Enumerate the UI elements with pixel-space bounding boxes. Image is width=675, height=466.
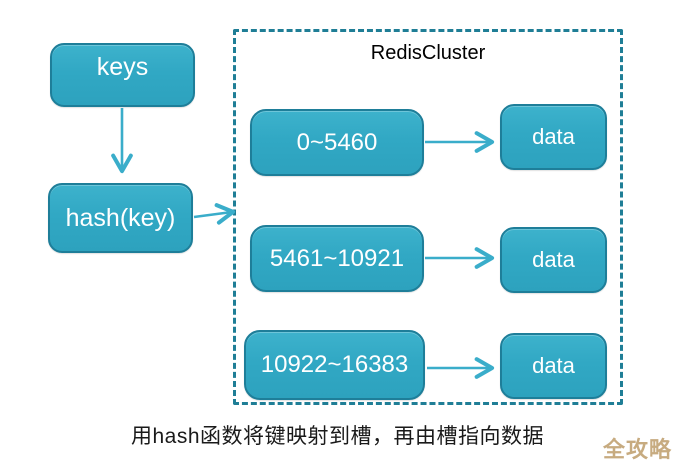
slot-range-node: 0~5460 [250,109,424,176]
data-node-label: data [532,124,575,149]
data-node: data [500,104,607,170]
arrow-hash-to-cluster [193,203,236,225]
hash-key-node-label: hash(key) [65,203,176,232]
cluster-title: RedisCluster [370,42,486,64]
keys-node: keys [50,43,195,107]
diagram-caption: 用hash函数将键映射到槽，再由槽指向数据 [130,425,545,448]
keys-node-label: keys [96,53,149,81]
slot-range-label: 0~5460 [296,128,378,156]
data-node: data [500,227,607,293]
hash-key-node: hash(key) [48,183,193,253]
data-node: data [500,333,607,399]
watermark-text: 全攻略 [602,437,672,462]
slot-range-label: 5461~10921 [269,244,405,272]
data-node-label: data [532,353,575,378]
slot-range-node: 5461~10921 [250,225,424,292]
data-node-label: data [532,247,575,272]
slot-range-label: 10922~16383 [260,351,409,378]
slot-range-node: 10922~16383 [244,330,425,400]
